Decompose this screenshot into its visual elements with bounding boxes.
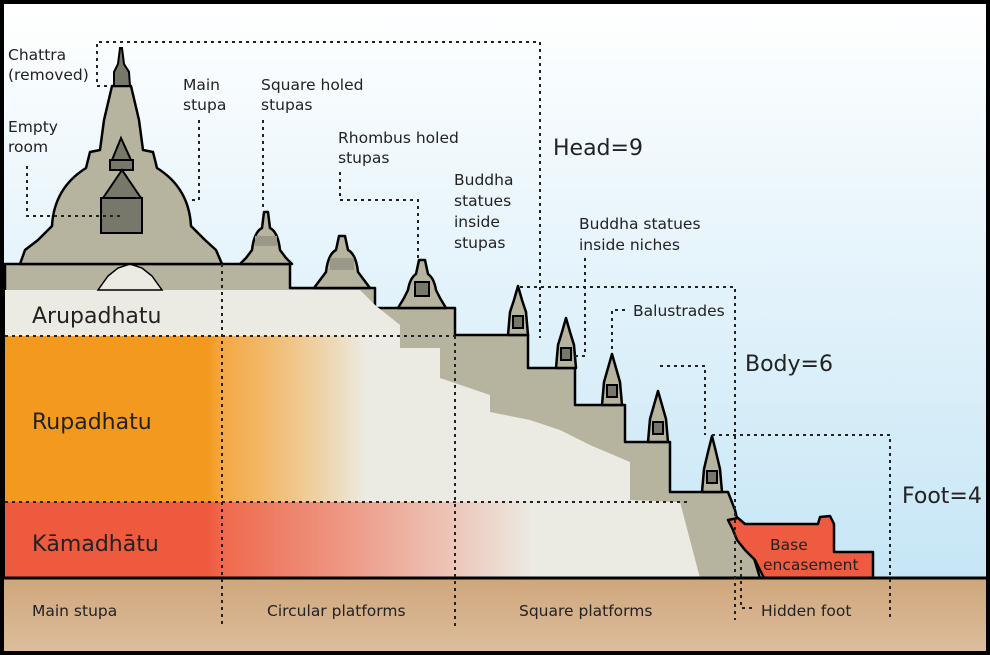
ground	[4, 578, 986, 651]
niche-towers	[506, 284, 724, 494]
band-kamadhatu	[5, 502, 700, 578]
label-head-proportion: Head=9	[553, 136, 643, 161]
main-stupa-foundation	[96, 263, 164, 291]
dotted-guides	[5, 41, 891, 628]
label-foot-proportion: Foot=4	[902, 484, 982, 509]
label-chattra: Chattra(removed)	[8, 46, 89, 84]
label-hidden-foot: Hidden foot	[761, 602, 851, 620]
empty-room	[100, 197, 143, 234]
label-ground-square: Square platforms	[519, 602, 652, 620]
chattra	[113, 47, 132, 87]
label-arupadhatu: Arupadhatu	[32, 304, 161, 329]
label-balustrades: Balustrades	[633, 302, 725, 320]
label-ground-main-stupa: Main stupa	[32, 602, 117, 620]
main-stupa	[18, 47, 224, 266]
base-encasement	[726, 514, 875, 580]
label-kamadhatu: Kāmadhātu	[32, 532, 159, 557]
label-rupadhatu: Rupadhatu	[32, 410, 152, 435]
label-ground-circular: Circular platforms	[267, 602, 406, 620]
rhombus-holed-stupa	[312, 234, 372, 290]
label-body-proportion: Body=6	[745, 352, 833, 377]
buddha-stupa	[396, 258, 448, 310]
square-holed-stupa	[238, 210, 294, 266]
